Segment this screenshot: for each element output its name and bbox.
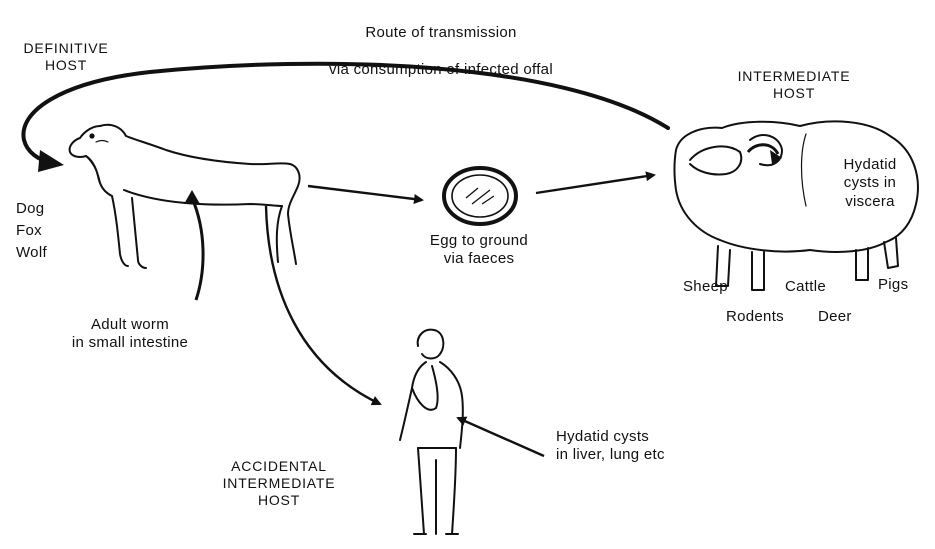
accidental-host-title: ACCIDENTAL INTERMEDIATE HOST	[184, 458, 374, 509]
sheep-cysts-label: Hydatid cysts in viscera	[818, 156, 922, 211]
animal-deer: Deer	[818, 308, 852, 326]
animal-sheep: Sheep	[683, 278, 728, 296]
definitive-host-animals: Dog Fox Wolf	[16, 198, 86, 263]
dog-to-egg-arrow	[308, 186, 422, 200]
route-arrow-head	[38, 150, 64, 172]
animal-pigs: Pigs	[878, 276, 908, 294]
dog-figure	[70, 125, 300, 268]
egg-figure	[444, 168, 516, 224]
dog-to-human-arrow	[266, 206, 380, 404]
dog-internal-arrow-head	[184, 190, 200, 204]
egg-label: Egg to ground via faeces	[376, 232, 582, 269]
route-line2: via consumption of infected offal	[262, 61, 620, 79]
egg-to-sheep-arrow	[536, 175, 654, 193]
definitive-host-title: DEFINITIVE HOST	[8, 40, 124, 74]
human-figure	[400, 330, 463, 534]
human-cysts-label: Hydatid cysts in liver, lung etc	[556, 428, 756, 465]
dog-internal-arrow	[192, 198, 203, 300]
adult-worm-label: Adult worm in small intestine	[32, 316, 228, 353]
animal-cattle: Cattle	[785, 278, 826, 296]
route-line1: Route of transmission	[262, 24, 620, 42]
intermediate-host-title: INTERMEDIATE HOST	[724, 68, 864, 102]
animal-rodents: Rodents	[726, 308, 784, 326]
route-label: Route of transmission via consumption of…	[262, 6, 620, 97]
human-internal-arrow	[458, 418, 544, 456]
